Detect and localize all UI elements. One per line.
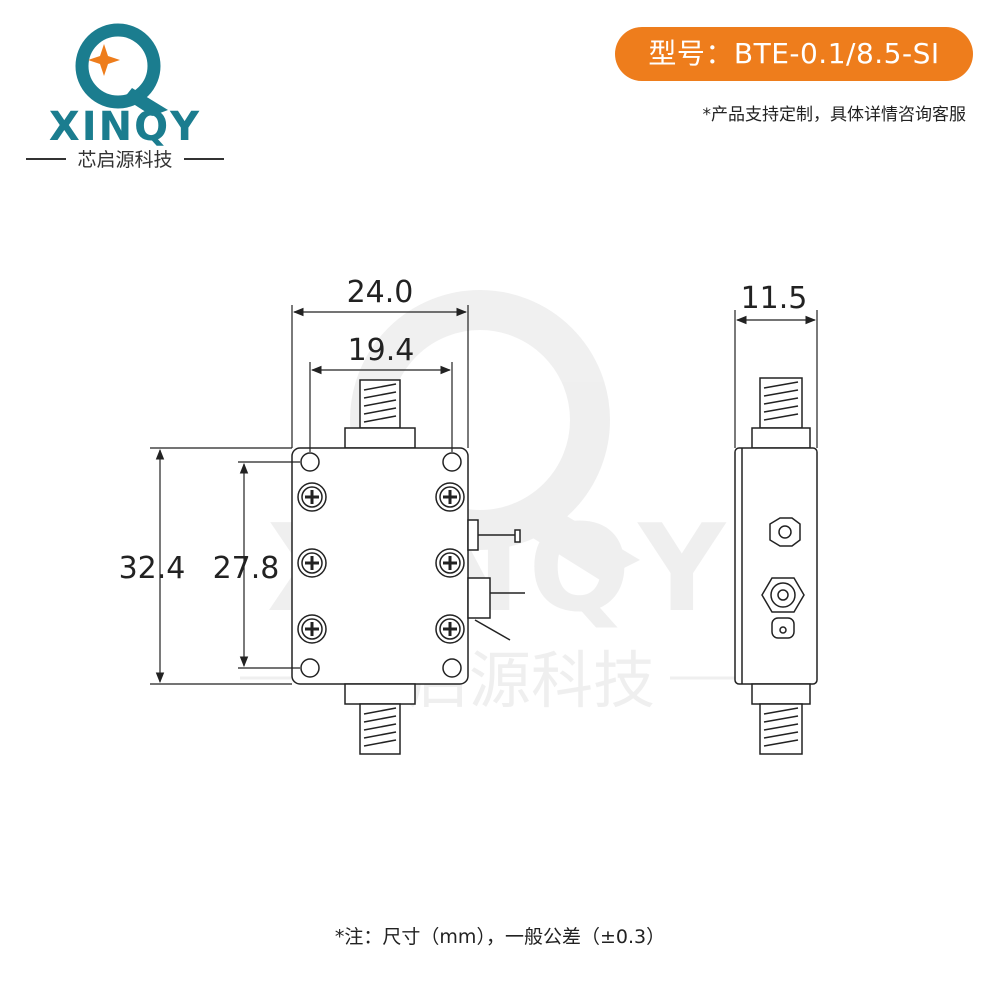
side-port-connector	[761, 577, 805, 639]
logo-brand-text: XINQY	[49, 104, 201, 150]
dim-height-overall: 32.4	[119, 551, 186, 586]
front-view	[291, 379, 525, 755]
side-view	[734, 377, 818, 755]
dim-width-holes: 19.4	[348, 333, 415, 368]
logo-q-ring-icon	[75, 23, 161, 109]
customization-note: *产品支持定制，具体详情咨询客服	[702, 105, 967, 125]
screw-icon	[297, 482, 327, 512]
bias-pin	[467, 577, 525, 641]
side-bottom-connector	[751, 683, 811, 755]
screw-icon	[297, 614, 327, 644]
dim-depth: 11.5	[741, 281, 808, 316]
screw-icon	[435, 614, 465, 644]
mount-hole	[442, 452, 462, 472]
screw-icon	[435, 548, 465, 578]
hex-nut-icon	[769, 517, 801, 547]
front-dimensions	[150, 305, 469, 685]
mount-hole	[300, 658, 320, 678]
model-badge: 型号：BTE-0.1/8.5-SI	[615, 27, 973, 81]
mount-hole	[300, 452, 320, 472]
side-dimensions	[734, 310, 818, 448]
logo-q-tail-icon	[124, 88, 168, 116]
tolerance-note: *注：尺寸（mm），一般公差（±0.3）	[334, 926, 666, 948]
screw-icon	[435, 482, 465, 512]
dim-width-overall: 24.0	[347, 275, 414, 310]
brand-logo: XINQY 芯启源科技	[20, 18, 230, 178]
screw-icon	[297, 548, 327, 578]
front-body	[291, 447, 469, 685]
side-top-connector	[751, 377, 811, 449]
bias-pin	[467, 519, 521, 551]
logo-graphic: XINQY 芯启源科技	[26, 23, 224, 171]
side-body	[734, 447, 818, 685]
logo-star-icon	[88, 44, 120, 76]
dim-height-holes: 27.8	[213, 551, 280, 586]
logo-brand-cn: 芯启源科技	[77, 149, 172, 171]
front-top-connector	[344, 379, 416, 449]
mount-hole	[442, 658, 462, 678]
front-bottom-connector	[344, 683, 416, 755]
